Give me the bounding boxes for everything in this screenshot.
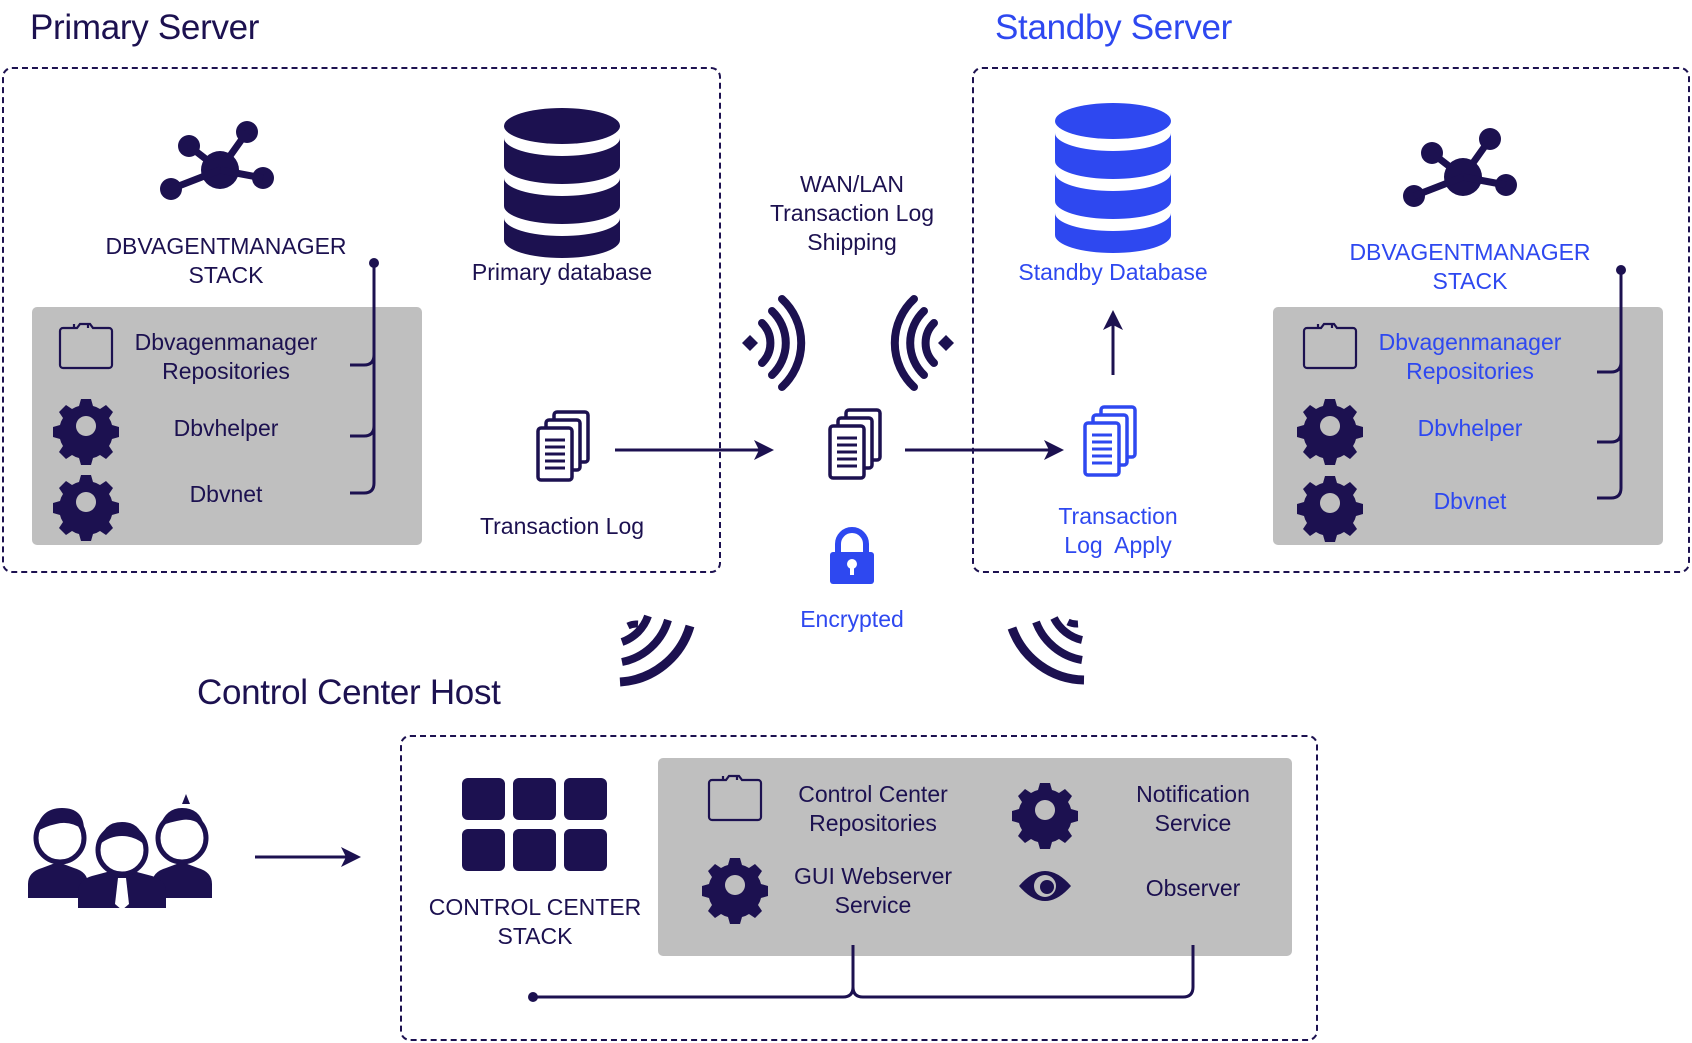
standby-component-repositories: Dbvagenmanager Repositories bbox=[1360, 328, 1580, 386]
component-line2: Repositories bbox=[1406, 358, 1534, 384]
wifi-signal-icon bbox=[1007, 616, 1085, 685]
wifi-signal-icon bbox=[619, 614, 695, 687]
encrypted-label: Encrypted bbox=[800, 606, 904, 632]
component-line1: Dbvagenmanager bbox=[134, 329, 318, 355]
primary-component-dbvnet: Dbvnet bbox=[189, 481, 263, 507]
standby-stack-label: DBVAGENTMANAGER STACK bbox=[1340, 238, 1600, 296]
primary-stack-label-line2: STACK bbox=[188, 262, 264, 288]
eye-icon bbox=[1019, 871, 1071, 901]
component-line2: Repositories bbox=[809, 810, 937, 836]
transport-line1: WAN/LAN bbox=[800, 171, 904, 197]
component-line1: Dbvagenmanager bbox=[1378, 329, 1562, 355]
apply-label-line2: Log Apply bbox=[1064, 532, 1172, 558]
primary-server-box bbox=[2, 67, 721, 573]
cc-component-repositories: Control Center Repositories bbox=[763, 780, 983, 838]
cc-stack-label-line2: STACK bbox=[497, 923, 573, 949]
standby-stack-label-line1: DBVAGENTMANAGER bbox=[1349, 239, 1591, 265]
standby-component-dbvhelper: Dbvhelper bbox=[1417, 415, 1523, 441]
lock-icon bbox=[830, 527, 874, 584]
primary-component-dbvhelper: Dbvhelper bbox=[173, 415, 279, 441]
standby-server-title: Standby Server bbox=[995, 8, 1233, 47]
cc-stack-label-line1: CONTROL CENTER bbox=[428, 894, 642, 920]
standby-server-box bbox=[972, 67, 1690, 573]
transaction-log-apply-label: Transaction Log Apply bbox=[1008, 502, 1228, 560]
component-line2: Service bbox=[1154, 810, 1232, 836]
control-center-box bbox=[400, 735, 1318, 1041]
standby-component-dbvnet: Dbvnet bbox=[1433, 488, 1507, 514]
primary-database-label: Primary database bbox=[471, 259, 653, 285]
cc-component-notification-service: Notification Service bbox=[1083, 780, 1303, 838]
grid-apps-icon bbox=[462, 778, 607, 871]
primary-component-repositories: Dbvagenmanager Repositories bbox=[116, 328, 336, 386]
component-line1: GUI Webserver bbox=[793, 863, 953, 889]
control-center-title: Control Center Host bbox=[197, 673, 501, 712]
standby-components-panel bbox=[1273, 307, 1663, 545]
standby-database-label: Standby Database bbox=[1018, 259, 1208, 285]
users-group-icon bbox=[28, 794, 212, 910]
cc-component-observer: Observer bbox=[1145, 875, 1241, 901]
component-line1: Control Center bbox=[798, 781, 948, 807]
primary-stack-label: DBVAGENTMANAGER STACK bbox=[96, 232, 356, 290]
transaction-log-label: Transaction Log bbox=[479, 513, 645, 539]
apply-label-line1: Transaction bbox=[1058, 503, 1178, 529]
primary-server-title: Primary Server bbox=[30, 8, 260, 47]
wifi-signal-icon bbox=[890, 295, 954, 391]
standby-stack-label-line2: STACK bbox=[1432, 268, 1508, 294]
control-center-stack-label: CONTROL CENTER STACK bbox=[405, 893, 665, 951]
component-line2: Service bbox=[834, 892, 912, 918]
transport-label: WAN/LAN Transaction Log Shipping bbox=[742, 170, 962, 257]
control-center-components-panel bbox=[658, 758, 1292, 956]
primary-stack-label-line1: DBVAGENTMANAGER bbox=[105, 233, 347, 259]
wifi-signal-icon bbox=[742, 295, 806, 391]
transport-line2: Transaction Log bbox=[769, 200, 935, 226]
cc-component-gui-webserver: GUI Webserver Service bbox=[763, 862, 983, 920]
component-line1: Notification bbox=[1136, 781, 1250, 807]
component-line2: Repositories bbox=[162, 358, 290, 384]
transport-line3: Shipping bbox=[807, 229, 897, 255]
